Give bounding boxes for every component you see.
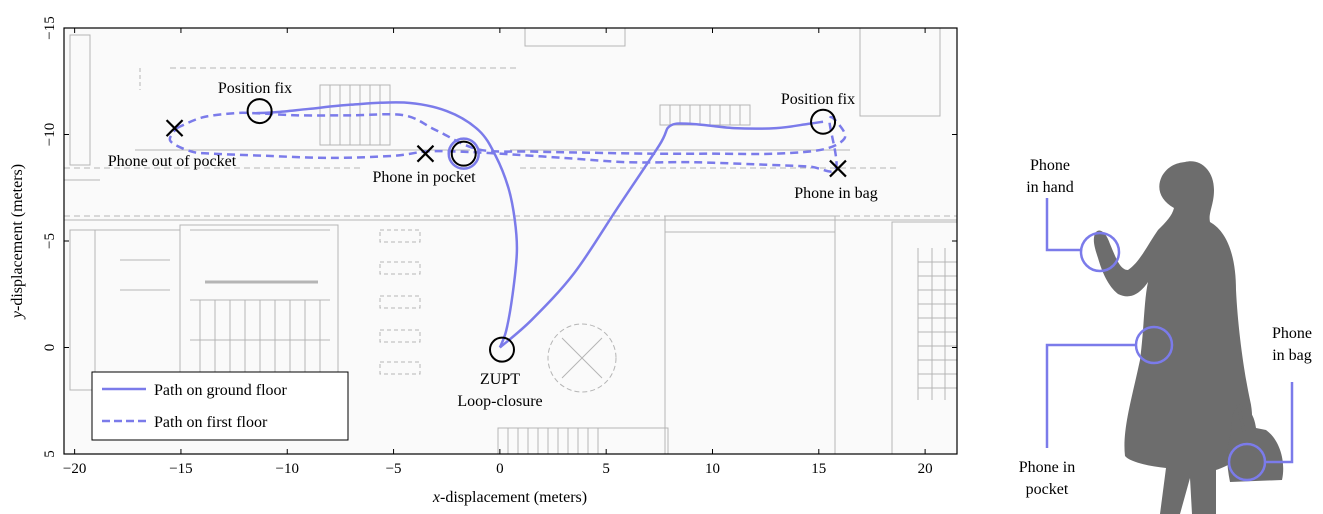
annotation-loop-closure: Loop-closure [457, 393, 542, 410]
event-cross-marker [165, 119, 184, 137]
annotation-zupt: ZUPT [480, 371, 520, 388]
x-axis-label-text: -displacement (meters) [440, 489, 587, 506]
legend-box [91, 371, 349, 441]
label-phone-in-hand-2: in hand [1026, 179, 1074, 196]
axis-ticks: −20 −15 −10 −5 0 5 10 15 20 5 0 −5 −10 −15 [42, 16, 957, 477]
x-tick-label: 10 [705, 461, 720, 477]
annotation-phone-in-bag: Phone in bag [794, 185, 878, 202]
x-tick-label: −10 [276, 461, 299, 477]
label-phone-in-pocket-1: Phone in [1019, 459, 1075, 476]
event-circle-marker [810, 108, 837, 135]
event-circle-marker [450, 140, 477, 167]
y-tick-label: −10 [42, 123, 58, 146]
annotation-position-fix-1: Position fix [218, 80, 292, 97]
hand-leader-line [1045, 198, 1081, 252]
legend: Path on ground floor Path on first floor [91, 371, 349, 441]
event-circle-marker [488, 336, 515, 363]
series-line-1 [499, 120, 824, 349]
label-phone-in-hand-1: Phone [1030, 157, 1070, 174]
x-tick-label: −20 [63, 461, 86, 477]
x-axis-label-var: x [432, 489, 440, 506]
x-axis-label: x-displacement (meters) [432, 489, 587, 506]
event-cross-marker [829, 159, 847, 178]
label-phone-in-pocket-2: pocket [1026, 481, 1069, 498]
y-tick-label: 5 [42, 450, 58, 458]
y-tick-label: −15 [42, 16, 58, 39]
label-phone-in-bag-1: Phone [1272, 325, 1312, 342]
x-tick-label: 15 [811, 461, 826, 477]
handbag-strap [1236, 403, 1246, 433]
y-axis-label-var: y [9, 310, 26, 320]
legend-label-ground: Path on ground floor [154, 382, 288, 399]
x-tick-label: 5 [602, 461, 610, 477]
phone-in-hand-marker [1079, 231, 1121, 273]
y-tick-label: −5 [42, 233, 58, 249]
event-circle-marker [246, 98, 273, 125]
x-tick-label: −15 [169, 461, 192, 477]
annotation-phone-out-of-pocket: Phone out of pocket [108, 153, 237, 170]
x-tick-label: −5 [386, 461, 402, 477]
handbag-shape [1227, 406, 1284, 482]
phone-placement-illustration: Phone in hand Phone in bag Phone in pock… [1019, 157, 1312, 514]
series-line-0 [255, 101, 519, 348]
label-phone-in-bag-2: in bag [1272, 347, 1312, 364]
marker-layer [165, 98, 847, 363]
path-loop-ring [447, 137, 480, 170]
annotation-phone-in-pocket: Phone in pocket [372, 169, 476, 186]
woman-silhouette [1093, 161, 1253, 514]
y-tick-label: 0 [42, 344, 58, 352]
event-cross-marker [416, 144, 435, 163]
y-axis-label-text: -displacement (meters) [9, 164, 26, 311]
x-tick-label: 0 [496, 461, 504, 477]
legend-label-first: Path on first floor [154, 414, 268, 431]
x-tick-label: 20 [918, 461, 933, 477]
y-axis-label: y-displacement (meters) [9, 164, 26, 320]
pocket-leader-line [1045, 343, 1136, 448]
bag-leader-line [1265, 382, 1294, 464]
annotation-position-fix-2: Position fix [781, 91, 855, 108]
